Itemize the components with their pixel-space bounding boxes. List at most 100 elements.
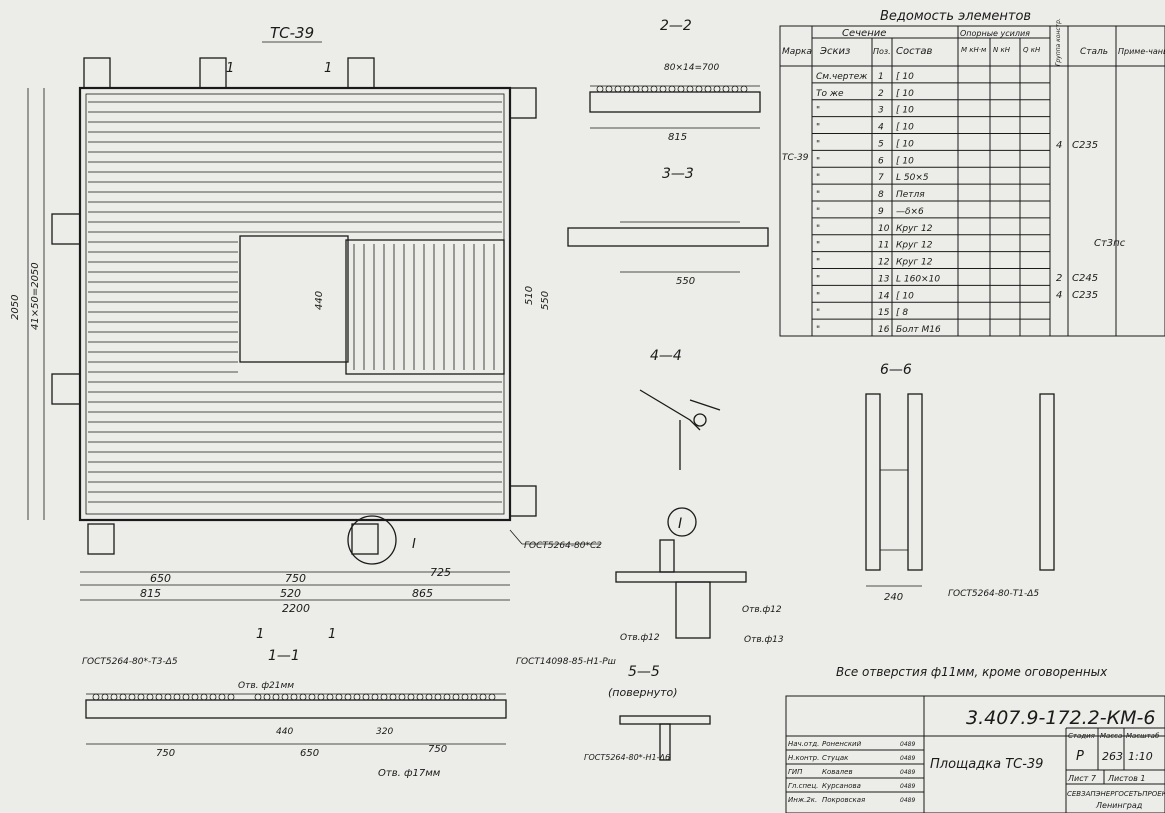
bar-section	[596, 85, 604, 93]
bar-section	[722, 85, 730, 93]
grating-bars	[88, 101, 502, 503]
section-4-4: 4—4	[639, 348, 721, 470]
bar-section	[740, 85, 748, 93]
h-gruppa: Группа констр.	[1055, 18, 1062, 66]
stamp-role: Инж.2к.	[788, 796, 817, 804]
stamp-date: 0489	[900, 755, 915, 762]
spec-sostav: Петля	[896, 190, 925, 200]
stamp-listov: Листов 1	[1107, 774, 1146, 783]
spec-marka: ТС-39	[782, 153, 809, 163]
section-6-6: 6—6 240 ГОСТ5264-80-Т1-Δ5	[865, 362, 1055, 603]
dim-2200: 2200	[282, 602, 310, 615]
general-note: Все отверстия ф11мм, кроме оговоренных	[836, 665, 1108, 679]
section-1-1-title: 1—1	[268, 648, 300, 664]
bar-section	[119, 693, 127, 701]
spec-eskiz: То же	[816, 89, 844, 99]
dim-650: 650	[150, 572, 171, 585]
stamp-date: 0489	[900, 783, 915, 790]
bar-section	[416, 693, 424, 701]
bar-section	[704, 85, 712, 93]
bar-section	[434, 693, 442, 701]
bar-section	[326, 693, 334, 701]
bar-section	[479, 693, 487, 701]
support-plates	[51, 57, 537, 565]
stamp-date: 0489	[900, 769, 915, 776]
plan-title: ТС-39	[270, 24, 314, 42]
weld-pw-label: ГОСТ14098-85-Н1-Рш	[516, 657, 616, 667]
spec-eskiz: "	[816, 207, 820, 217]
bar-section	[173, 693, 181, 701]
spec-st1: С235	[1072, 140, 1098, 151]
hatch-bars	[353, 244, 495, 370]
dim-750: 750	[285, 572, 306, 585]
spec-eskiz: "	[816, 291, 820, 301]
section-1-1: 1—1 750 650 750 440 320 ГОСТ5264-80*-Т3-…	[82, 648, 616, 779]
dim-815: 815	[140, 587, 161, 600]
section-5-5: 5—5 (повернуто) ГОСТ5264-80*-Н1-Δ6	[584, 664, 711, 762]
bar-section	[209, 693, 217, 701]
section-1-1-bars	[92, 693, 496, 701]
spec-sostav: Круг 12	[896, 224, 933, 234]
spec-poz: 6	[878, 156, 884, 166]
dim-440-b: 440	[276, 727, 293, 737]
bar-section	[659, 85, 667, 93]
spec-poz: 8	[878, 190, 884, 200]
bar-section	[641, 85, 649, 93]
spec-poz: 2	[878, 89, 884, 99]
dim-510: 510	[524, 286, 535, 305]
bar-section	[218, 693, 226, 701]
spec-g2: 2	[1056, 273, 1062, 284]
spec-sostav: [ 8	[896, 308, 908, 318]
plan-view: ТС-39 2200 815 520	[10, 24, 602, 642]
bar-section	[101, 693, 109, 701]
bar-section	[92, 693, 100, 701]
plan-dimensions: 2200 815 520 865 650 750 725 2050 41×50=…	[10, 88, 551, 615]
spec-eskiz: "	[816, 156, 820, 166]
bar-section	[254, 693, 262, 701]
spec-eskiz: "	[816, 123, 820, 133]
h-poz: Поз.	[873, 47, 891, 56]
bar-section	[155, 693, 163, 701]
spec-poz: 15	[878, 308, 890, 318]
weld-t1-label: ГОСТ5264-80-Т1-Δ5	[948, 589, 1039, 599]
stamp-person: Ковалев	[822, 768, 853, 776]
bar-section	[452, 693, 460, 701]
stamp-date: 0489	[900, 741, 915, 748]
spec-st4: С235	[1072, 290, 1098, 301]
hole-21: Отв. ф21мм	[238, 681, 294, 691]
stamp-name: Площадка ТС-39	[930, 757, 1043, 772]
bar-section	[731, 85, 739, 93]
spec-poz: 4	[878, 123, 884, 133]
weld-h1-label: ГОСТ5264-80*-Н1-Δ6	[584, 753, 670, 762]
spec-sostav: L 160×10	[896, 274, 940, 284]
spec-sostav: Болт М16	[896, 325, 941, 335]
bar-section	[317, 693, 325, 701]
spec-sostav: [ 10	[896, 123, 914, 133]
bar-section	[182, 693, 190, 701]
spec-eskiz: "	[816, 173, 820, 183]
bar-section	[614, 85, 622, 93]
dim-320: 320	[376, 727, 393, 737]
bar-section	[137, 693, 145, 701]
spec-eskiz: "	[816, 139, 820, 149]
bar-section	[389, 693, 397, 701]
bar-section	[632, 85, 640, 93]
section-4-4-title: 4—4	[650, 348, 682, 364]
spec-sostav: L 50×5	[896, 173, 929, 183]
spec-poz: 7	[878, 173, 884, 183]
spec-title: Ведомость элементов	[880, 9, 1031, 24]
spec-st3: С245	[1072, 273, 1098, 284]
spec-sostav: [ 10	[896, 106, 914, 116]
stamp-masshtab-h: Масштаб	[1126, 732, 1160, 740]
bar-section	[488, 693, 496, 701]
h-stal: Сталь	[1080, 47, 1108, 57]
cut-1-top-a: 1	[226, 61, 234, 76]
dim-650-b: 650	[300, 748, 319, 759]
bar-section	[470, 693, 478, 701]
hole-12a: Отв.ф12	[742, 605, 782, 615]
dim-80x14: 80×14=700	[664, 63, 719, 73]
spec-poz: 13	[878, 274, 890, 284]
spec-sostav: —δ×6	[896, 207, 924, 217]
stamp-massa-h: Масса	[1100, 732, 1122, 740]
